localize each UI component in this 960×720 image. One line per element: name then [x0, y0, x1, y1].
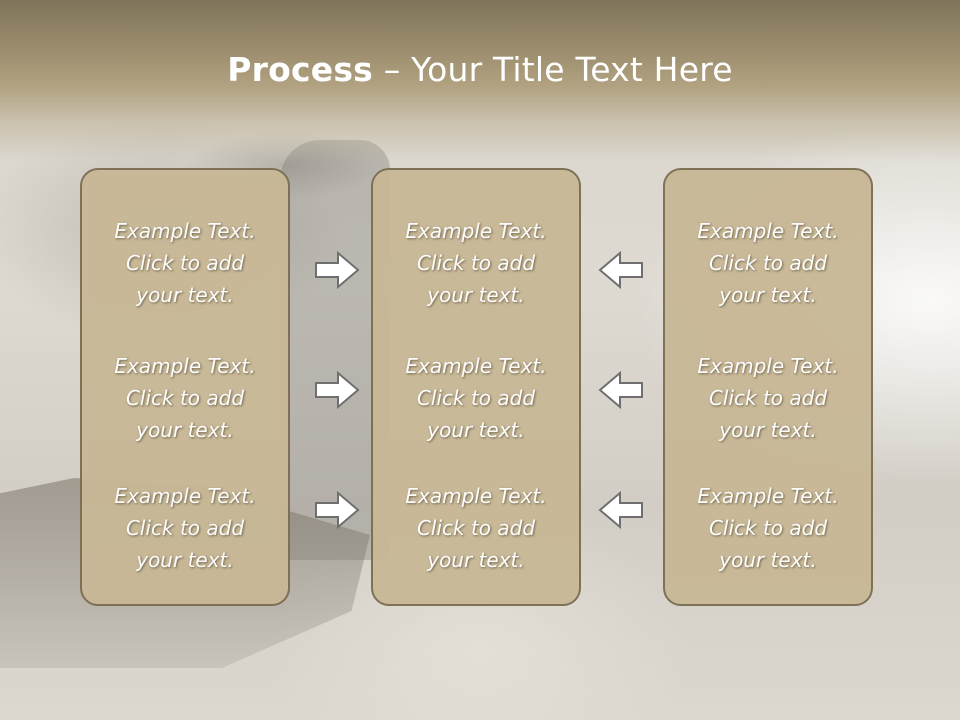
text-line: Click to add	[416, 251, 536, 275]
text-block[interactable]: Example Text. Click to add your text.	[665, 480, 871, 576]
text-line: your text.	[427, 283, 525, 307]
text-line: Click to add	[416, 386, 536, 410]
text-line: Example Text.	[114, 484, 256, 508]
title-rest: – Your Title Text Here	[373, 50, 733, 89]
text-line: Click to add	[708, 386, 828, 410]
text-line: Example Text.	[697, 354, 839, 378]
left-arrow-icon[interactable]	[598, 490, 644, 530]
text-line: Click to add	[416, 516, 536, 540]
title-bold: Process	[227, 50, 374, 89]
process-box-right[interactable]: Example Text. Click to add your text. Ex…	[663, 168, 873, 606]
right-arrow-icon[interactable]	[314, 490, 360, 530]
process-box-center[interactable]: Example Text. Click to add your text. Ex…	[371, 168, 581, 606]
text-line: Example Text.	[405, 219, 547, 243]
text-line: Click to add	[125, 386, 245, 410]
text-line: Click to add	[125, 251, 245, 275]
text-line: Example Text.	[697, 219, 839, 243]
text-block[interactable]: Example Text. Click to add your text.	[82, 215, 288, 311]
slide-title[interactable]: Process – Your Title Text Here	[0, 50, 960, 89]
left-arrow-icon[interactable]	[598, 370, 644, 410]
text-block[interactable]: Example Text. Click to add your text.	[82, 350, 288, 446]
text-line: your text.	[136, 283, 234, 307]
text-line: your text.	[427, 548, 525, 572]
text-line: Click to add	[125, 516, 245, 540]
text-block[interactable]: Example Text. Click to add your text.	[82, 480, 288, 576]
text-line: Click to add	[708, 516, 828, 540]
text-line: your text.	[719, 283, 817, 307]
text-block[interactable]: Example Text. Click to add your text.	[373, 350, 579, 446]
text-block[interactable]: Example Text. Click to add your text.	[665, 350, 871, 446]
process-box-left[interactable]: Example Text. Click to add your text. Ex…	[80, 168, 290, 606]
text-line: your text.	[719, 548, 817, 572]
text-line: your text.	[719, 418, 817, 442]
text-line: Example Text.	[697, 484, 839, 508]
title-band	[0, 0, 960, 160]
text-line: Example Text.	[405, 484, 547, 508]
text-line: your text.	[427, 418, 525, 442]
right-arrow-icon[interactable]	[314, 370, 360, 410]
text-block[interactable]: Example Text. Click to add your text.	[665, 215, 871, 311]
text-line: your text.	[136, 548, 234, 572]
text-line: Click to add	[708, 251, 828, 275]
text-block[interactable]: Example Text. Click to add your text.	[373, 480, 579, 576]
text-line: Example Text.	[114, 219, 256, 243]
right-arrow-icon[interactable]	[314, 250, 360, 290]
text-block[interactable]: Example Text. Click to add your text.	[373, 215, 579, 311]
text-line: Example Text.	[114, 354, 256, 378]
text-line: Example Text.	[405, 354, 547, 378]
text-line: your text.	[136, 418, 234, 442]
left-arrow-icon[interactable]	[598, 250, 644, 290]
